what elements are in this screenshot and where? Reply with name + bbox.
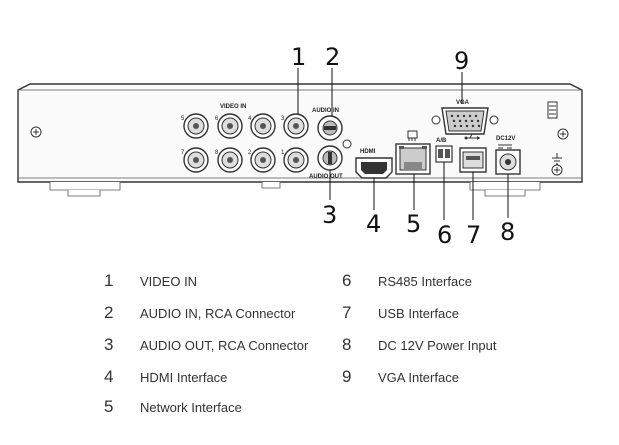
vent-slots: [547, 101, 558, 119]
legend-item: 6 RS485 Interface: [342, 270, 472, 292]
bnc-port: [283, 147, 309, 173]
legend-item: 2 AUDIO IN, RCA Connector: [104, 302, 295, 324]
legend-number: 3: [104, 335, 114, 354]
legend-item: 3 AUDIO OUT, RCA Connector: [104, 334, 308, 356]
legend-number: 9: [342, 367, 352, 386]
callout-number: 6: [437, 221, 452, 249]
vga-port: [431, 107, 499, 135]
bnc-port-number: 1: [281, 150, 285, 156]
legend-number: 4: [104, 367, 114, 386]
callout-number: 2: [325, 43, 340, 71]
audio-out-panel-label: AUDIO OUT: [309, 174, 343, 180]
vga-panel-label: VGA: [456, 100, 470, 106]
legend-number: 8: [342, 335, 352, 354]
screw-right: [557, 128, 569, 140]
callout-number: 7: [466, 221, 481, 249]
bnc-port: [250, 113, 276, 139]
bnc-port-number: 7: [181, 150, 185, 156]
legend-label: USB Interface: [378, 305, 459, 321]
legend-item: 5 Network Interface: [104, 396, 242, 418]
dc-power-port: [495, 149, 521, 175]
rs485-terminal: [435, 145, 453, 163]
bnc-port: [283, 113, 309, 139]
callout-number: 4: [366, 210, 381, 238]
legend-item: 7 USB Interface: [342, 302, 459, 324]
port-legend: 1 VIDEO IN 2 AUDIO IN, RCA Connector 3 A…: [0, 262, 619, 437]
audio-out-rca-port: [317, 145, 343, 171]
audio-in-panel-label: AUDIO IN: [312, 108, 339, 114]
legend-label: AUDIO IN, RCA Connector: [140, 305, 296, 321]
legend-item: 9 VGA Interface: [342, 366, 459, 388]
legend-label: RS485 Interface: [378, 273, 472, 289]
callout-number: 8: [500, 218, 515, 246]
bnc-port: [217, 113, 243, 139]
bnc-port-number: 8: [215, 150, 219, 156]
rs485-panel-label: A/B: [436, 138, 447, 144]
small-screw: [342, 139, 352, 149]
legend-label: VGA Interface: [378, 369, 459, 385]
dc-panel-label: DC12V: [496, 136, 515, 142]
bnc-port-group: [183, 113, 309, 173]
legend-number: 1: [104, 271, 114, 290]
legend-label: AUDIO OUT, RCA Connector: [140, 337, 309, 353]
callout-number: 1: [291, 43, 306, 71]
audio-in-rca-port: [317, 115, 343, 141]
hdmi-port: [355, 157, 393, 179]
dvr-rear-panel-diagram: VIDEO IN 5 6 4 3 7 8 2 1 AUDIO IN AUDIO …: [17, 43, 583, 249]
hdmi-panel-label: HDMI: [360, 149, 376, 155]
bnc-port-number: 5: [181, 116, 185, 122]
legend-item: 8 DC 12V Power Input: [342, 334, 497, 356]
bnc-port-number: 3: [281, 116, 285, 122]
callout-number: 3: [322, 201, 337, 229]
ground-screw: [551, 153, 563, 176]
video-in-panel-label: VIDEO IN: [220, 104, 246, 110]
screw-left: [30, 126, 42, 138]
bnc-port-number: 2: [248, 150, 252, 156]
callout-number: 5: [406, 210, 421, 238]
bnc-port: [217, 147, 243, 173]
legend-number: 6: [342, 271, 352, 290]
legend-label: VIDEO IN: [140, 273, 198, 289]
legend-label: DC 12V Power Input: [378, 337, 497, 353]
callout-lines: [297, 68, 509, 220]
bnc-port-number: 6: [215, 116, 219, 122]
legend-number: 2: [104, 303, 114, 322]
callout-number: 9: [454, 47, 469, 75]
legend-number: 5: [104, 397, 114, 416]
legend-label: HDMI Interface: [140, 369, 228, 385]
bnc-port: [183, 113, 209, 139]
bnc-port: [250, 147, 276, 173]
network-icon: [407, 130, 418, 141]
bnc-port-number: 4: [248, 116, 252, 122]
dc-polarity-icon: [498, 144, 512, 149]
bnc-port: [183, 147, 209, 173]
legend-item: 4 HDMI Interface: [104, 366, 227, 388]
legend-item: 1 VIDEO IN: [104, 270, 197, 292]
usb-port: [459, 147, 487, 173]
legend-label: Network Interface: [140, 399, 242, 415]
legend-number: 7: [342, 303, 352, 322]
network-rj45-port: [395, 143, 431, 175]
